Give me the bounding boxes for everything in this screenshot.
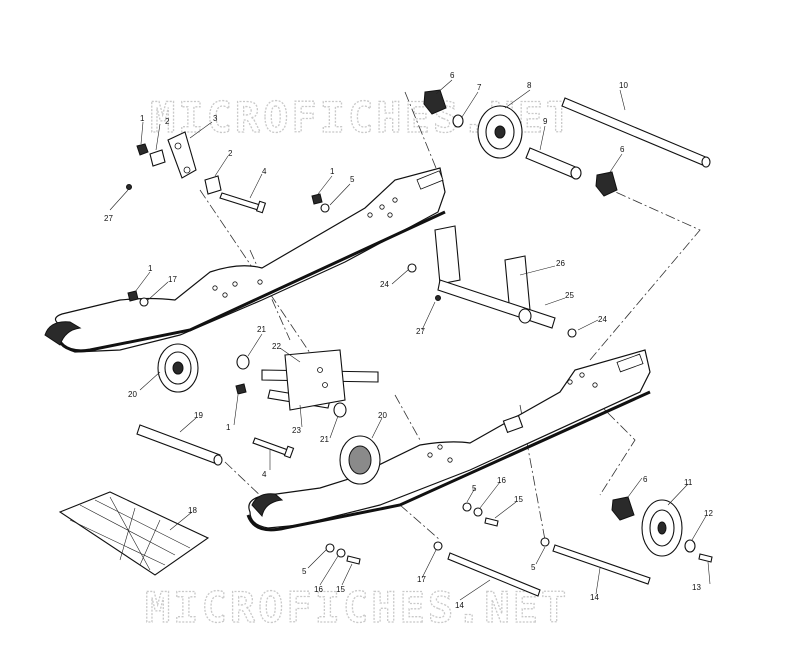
callout-label: 5 — [531, 563, 536, 572]
callout-label: 15 — [336, 585, 345, 594]
callout-label: 5 — [472, 484, 477, 493]
callout-label: 27 — [104, 214, 113, 223]
callout-label: 9 — [543, 117, 548, 126]
callout-label: 3 — [213, 114, 218, 123]
watermark-bottom: MICROFICHES.NET — [145, 583, 569, 632]
callout-label: 19 — [194, 411, 203, 420]
callout-label: 1 — [140, 114, 145, 123]
callout-label: 18 — [188, 506, 197, 515]
parts — [58, 89, 713, 597]
callout-label: 5 — [302, 567, 307, 576]
callout-label: 15 — [514, 495, 523, 504]
callout-label: 4 — [262, 167, 267, 176]
callout-label: 4 — [262, 470, 267, 479]
callout-label: 16 — [497, 476, 506, 485]
callout-label: 17 — [168, 275, 177, 284]
callout-label: 6 — [643, 475, 648, 484]
callout-label: 1 — [148, 264, 153, 273]
callout-label: 21 — [320, 435, 329, 444]
callout-label: 14 — [590, 593, 599, 602]
callout-label: 24 — [380, 280, 389, 289]
callout-label: 22 — [272, 342, 281, 351]
callout-label: 21 — [257, 325, 266, 334]
callout-label: 23 — [292, 426, 301, 435]
callout-label: 2 — [165, 117, 170, 126]
callout-label: 2 — [228, 149, 233, 158]
callout-label: 1 — [330, 167, 335, 176]
leader-lines — [109, 79, 711, 601]
callout-label: 25 — [565, 291, 574, 300]
callout-label: 26 — [556, 259, 565, 268]
callout-label: 8 — [527, 81, 532, 90]
callout-label: 12 — [704, 509, 713, 518]
callouts: 1 2 3 2 4 1 5 27 1 17 6 7 8 9 10 6 24 26… — [104, 71, 713, 610]
callout-label: 20 — [128, 390, 137, 399]
callout-label: 20 — [378, 411, 387, 420]
upper-rail — [44, 167, 446, 353]
lower-rail — [246, 349, 651, 532]
callout-label: 10 — [619, 81, 628, 90]
callout-label: 17 — [417, 575, 426, 584]
callout-label: 14 — [455, 601, 464, 610]
callout-label: 1 — [226, 423, 231, 432]
callout-label: 13 — [692, 583, 701, 592]
callout-label: 6 — [450, 71, 455, 80]
callout-label: 11 — [684, 478, 693, 487]
callout-label: 27 — [416, 327, 425, 336]
callout-label: 7 — [477, 83, 482, 92]
callout-label: 16 — [314, 585, 323, 594]
callout-label: 6 — [620, 145, 625, 154]
callout-label: 5 — [350, 175, 355, 184]
callout-label: 24 — [598, 315, 607, 324]
